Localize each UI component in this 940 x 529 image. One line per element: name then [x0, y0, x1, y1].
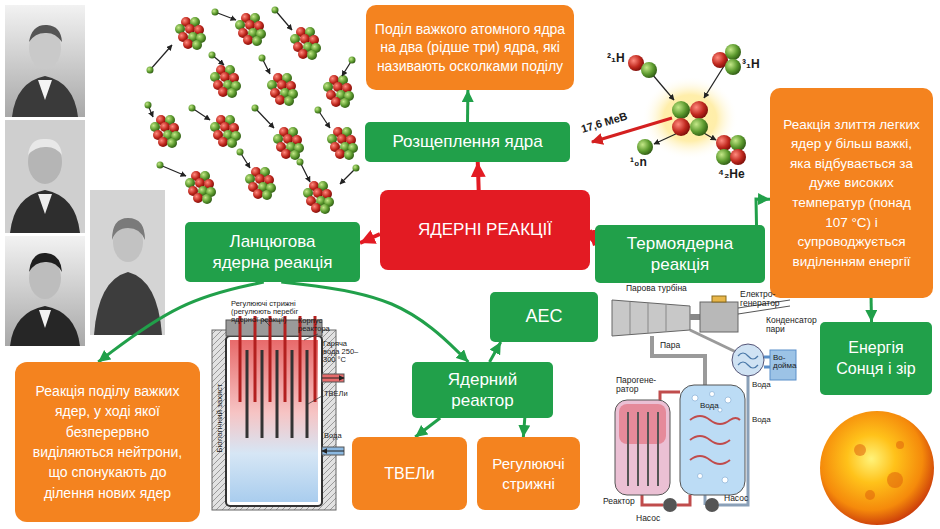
scientist-portraits: [5, 5, 165, 346]
energy-label: 17,6 МеВ: [580, 104, 650, 136]
part-label: Вода: [324, 432, 354, 440]
connector-arrow: [523, 418, 524, 437]
part-label: Реактор: [603, 497, 653, 506]
part-label: Корпус реактора: [298, 317, 338, 333]
part-label: Во- дойма: [773, 354, 797, 371]
node-text: Розщеплення ядра: [392, 132, 542, 152]
node-text: Ланцюгова ядерна реакція: [201, 231, 344, 274]
part-label: ТВЕЛи: [324, 390, 358, 398]
part-label: Вода: [700, 402, 730, 410]
part-label: Насос: [724, 494, 764, 503]
part-box: Регулюючі стрижні: [477, 437, 580, 510]
central-topic-box: ЯДЕРНІ РЕАКЦІЇ: [380, 190, 590, 270]
node-text: Термоядерна реакція: [603, 233, 757, 276]
isotope-label: ²₁H: [607, 52, 637, 65]
fusion-illustration: [592, 44, 746, 165]
definition-box: Поділ важкого атомного ядра на два (рідш…: [366, 5, 574, 90]
node-text: Реакція поділу важких ядер, у ході якої …: [29, 381, 186, 503]
node-text: Енергія Сонця і зір: [825, 338, 927, 380]
connector-arrow: [476, 162, 481, 190]
part-label: Пара: [660, 341, 690, 350]
connector-arrow: [281, 282, 468, 362]
part-label: Регулюючі стрижні (регулюють перебіг яде…: [231, 300, 307, 324]
part-label: Вода: [752, 416, 782, 424]
node-text: Регулюючі стрижні: [482, 454, 575, 493]
part-label: Парогене- ратор: [616, 376, 672, 394]
part-label: Насос: [636, 514, 676, 523]
connector-arrow: [360, 234, 380, 243]
part-box: ТВЕЛи: [352, 437, 467, 510]
isotope-label: ³₁H: [742, 58, 772, 71]
part-label: Електро- генератор: [740, 290, 790, 308]
connector-arrow: [466, 90, 469, 122]
node-text: Поділ важкого атомного ядра на два (рідш…: [372, 20, 568, 75]
node-text: Реакція злиття легких ядер у більш важкі…: [780, 115, 923, 272]
connector-arrow: [415, 418, 440, 437]
node-text: ТВЕЛи: [384, 464, 435, 483]
concept-box: Термоядерна реакція: [595, 225, 765, 283]
part-label: Біологічний захист: [216, 363, 224, 473]
definition-box: Реакція злиття легких ядер у більш важкі…: [770, 88, 933, 298]
isotope-label: ¹₀n: [630, 156, 660, 169]
node-text: АЕС: [525, 306, 562, 328]
connector-arrow: [490, 342, 501, 362]
connector-arrow: [870, 298, 873, 322]
concept-box: Енергія Сонця і зір: [820, 322, 932, 395]
node-text: Ядерний реактор: [420, 369, 545, 412]
concept-box: АЕС: [490, 292, 598, 342]
part-label: Парова турбіна: [626, 284, 716, 293]
isotope-label: ⁴₂He: [718, 168, 758, 181]
part-label: Вода: [752, 381, 782, 389]
part-label: Конденсатор пари: [766, 316, 822, 334]
definition-box: Реакція поділу важких ядер, у ході якої …: [15, 362, 200, 522]
connector-arrow: [756, 199, 770, 225]
sun-picture: [820, 411, 934, 525]
concept-box: Ланцюгова ядерна реакція: [185, 222, 360, 282]
node-text: ЯДЕРНІ РЕАКЦІЇ: [418, 220, 552, 240]
part-label: Гаряча вода 250–300 °С: [323, 340, 359, 364]
fission-illustration: [145, 7, 360, 215]
concept-box: Розщеплення ядра: [365, 122, 570, 162]
concept-box: Ядерний реактор: [412, 362, 553, 418]
